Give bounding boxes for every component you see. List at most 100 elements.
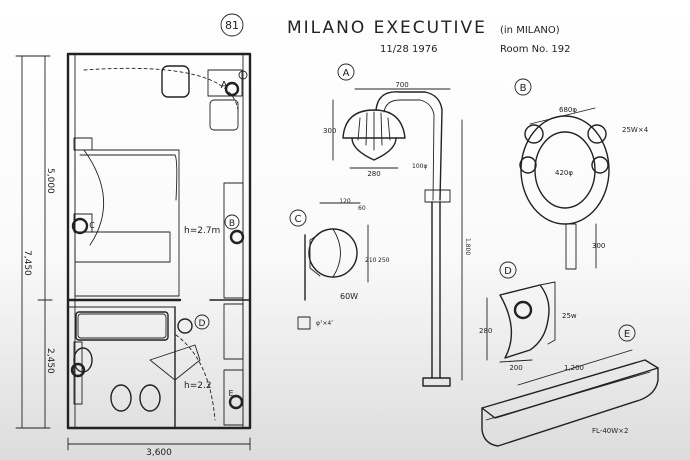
- toilet: [110, 384, 132, 412]
- c-globe-line: [332, 228, 341, 278]
- b-bulb-4: [591, 156, 609, 174]
- marker-b-lamp: [229, 229, 245, 245]
- b-lamps: 25W×4: [622, 126, 649, 134]
- fixture-a: A 700 300 280 100φ 1,800: [323, 63, 471, 387]
- a-width: 700: [395, 81, 408, 89]
- marker-a-c: [238, 70, 248, 80]
- marker-d-lamp: [177, 318, 193, 334]
- a-stem: 100φ: [412, 163, 427, 170]
- e-diffuser-line: [485, 371, 651, 421]
- bed-fold: [79, 154, 178, 201]
- label-e-circle: [618, 324, 636, 342]
- marker-c: C: [89, 221, 95, 230]
- b-inner: 420φ: [555, 169, 573, 177]
- date-label: 11/28 1976: [380, 44, 437, 55]
- bath-door-swing: [175, 334, 216, 421]
- label-c: C: [295, 214, 302, 225]
- b-width: 680φ: [559, 106, 577, 114]
- a-collar: [424, 189, 451, 203]
- b-bulb-2: [587, 124, 607, 144]
- bed-blanket: [74, 231, 171, 263]
- dim-left-outer: 7,450: [22, 250, 32, 276]
- bath-door: [149, 344, 201, 381]
- c-top2: 60: [358, 205, 366, 212]
- fixture-d: D 25w 280 200: [479, 261, 577, 372]
- label-b: B: [520, 83, 527, 94]
- d-bulb: [513, 300, 533, 320]
- ceiling-height-room: h=2.7m: [184, 226, 220, 236]
- c-side: 210: [365, 257, 377, 264]
- c-wattage: 60W: [340, 292, 358, 301]
- fixture-b: B 680φ 25W×4 420φ 300: [514, 78, 649, 270]
- bathtub: [75, 311, 169, 341]
- nightstand-top: [73, 137, 93, 151]
- b-bulb-1: [524, 124, 544, 144]
- d-height: 280: [479, 327, 492, 335]
- a-base: [422, 377, 451, 387]
- fixture-e: E 1,200 FL-40W×2: [481, 324, 659, 447]
- a-shade-bottom: [351, 137, 397, 161]
- marker-a: A: [221, 80, 228, 91]
- marker-d-circle: [194, 314, 210, 330]
- c-height: 250: [378, 257, 390, 264]
- a-height: 300: [323, 127, 336, 135]
- b-bracket: [565, 223, 577, 270]
- bathtub-inner: [77, 313, 167, 339]
- d-width: 200: [509, 364, 522, 372]
- marker-a-lamp: [224, 81, 240, 97]
- d-wattage: 25w: [562, 312, 577, 320]
- d-shade: [499, 284, 550, 359]
- b-bulb-3: [519, 156, 537, 174]
- ceiling-height-bath: h=2.2: [184, 381, 212, 391]
- dim-left-lower: 2,450: [45, 348, 55, 374]
- label-d-circle: [499, 261, 517, 279]
- a-pole-height: 1,800: [464, 238, 471, 255]
- sheet-number: 81: [225, 19, 239, 32]
- a-arm-inner: [383, 99, 435, 201]
- label-c-circle: [289, 209, 307, 227]
- floor-plan: A B C D E h=2.7m h=2.2: [66, 52, 252, 430]
- marker-d: D: [199, 319, 206, 329]
- label-b-circle: [514, 78, 532, 96]
- e-lamps: FL-40W×2: [592, 427, 628, 435]
- page-title: MILANO EXECUTIVE: [287, 18, 487, 38]
- side-chair: [209, 99, 239, 131]
- marker-e-lamp: [228, 394, 244, 410]
- marker-c-lamp: [71, 217, 89, 235]
- dim-bottom: 3,600: [146, 448, 172, 458]
- a-arm: [375, 91, 443, 201]
- room-outline: [66, 52, 252, 430]
- bidet: [139, 384, 161, 412]
- marker-e: E: [228, 389, 233, 398]
- a-shade: [342, 109, 406, 139]
- c-top1: 120: [339, 198, 351, 205]
- d-width-dim: [499, 359, 533, 363]
- plan-dimensions: 7,450 5,000 2,450 3,600: [15, 55, 251, 458]
- marker-b-circle: [224, 214, 240, 230]
- header: 81 MILANO EXECUTIVE (in MILANO) 11/28 19…: [220, 13, 571, 55]
- marker-b: B: [229, 219, 235, 229]
- label-a: A: [343, 68, 350, 79]
- curtain-arc: [83, 149, 105, 246]
- faucet: [70, 362, 86, 378]
- a-shade-ribs: [357, 111, 391, 151]
- closet-lower: [223, 369, 244, 426]
- e-housing-body: [481, 367, 659, 447]
- sheet-number-circle: [220, 13, 244, 37]
- armchair: [161, 65, 190, 98]
- label-e: E: [624, 329, 630, 340]
- dim-left-upper: 5,000: [45, 168, 55, 194]
- a-shade-width: 280: [367, 170, 380, 178]
- room-label: Room No. 192: [500, 44, 571, 55]
- e-length: 1,200: [564, 364, 584, 372]
- d-backplate: [539, 281, 556, 345]
- c-switch-box: [297, 316, 311, 330]
- location-label: (in MILANO): [500, 25, 560, 36]
- desk-corner: [207, 69, 243, 97]
- c-switch: φ⁷×4″: [316, 320, 334, 327]
- label-d: D: [504, 266, 512, 277]
- label-a-circle: [337, 63, 355, 81]
- fixture-c: C 120 60 210 250 60W φ⁷×4″: [289, 198, 390, 330]
- closet: [223, 303, 244, 360]
